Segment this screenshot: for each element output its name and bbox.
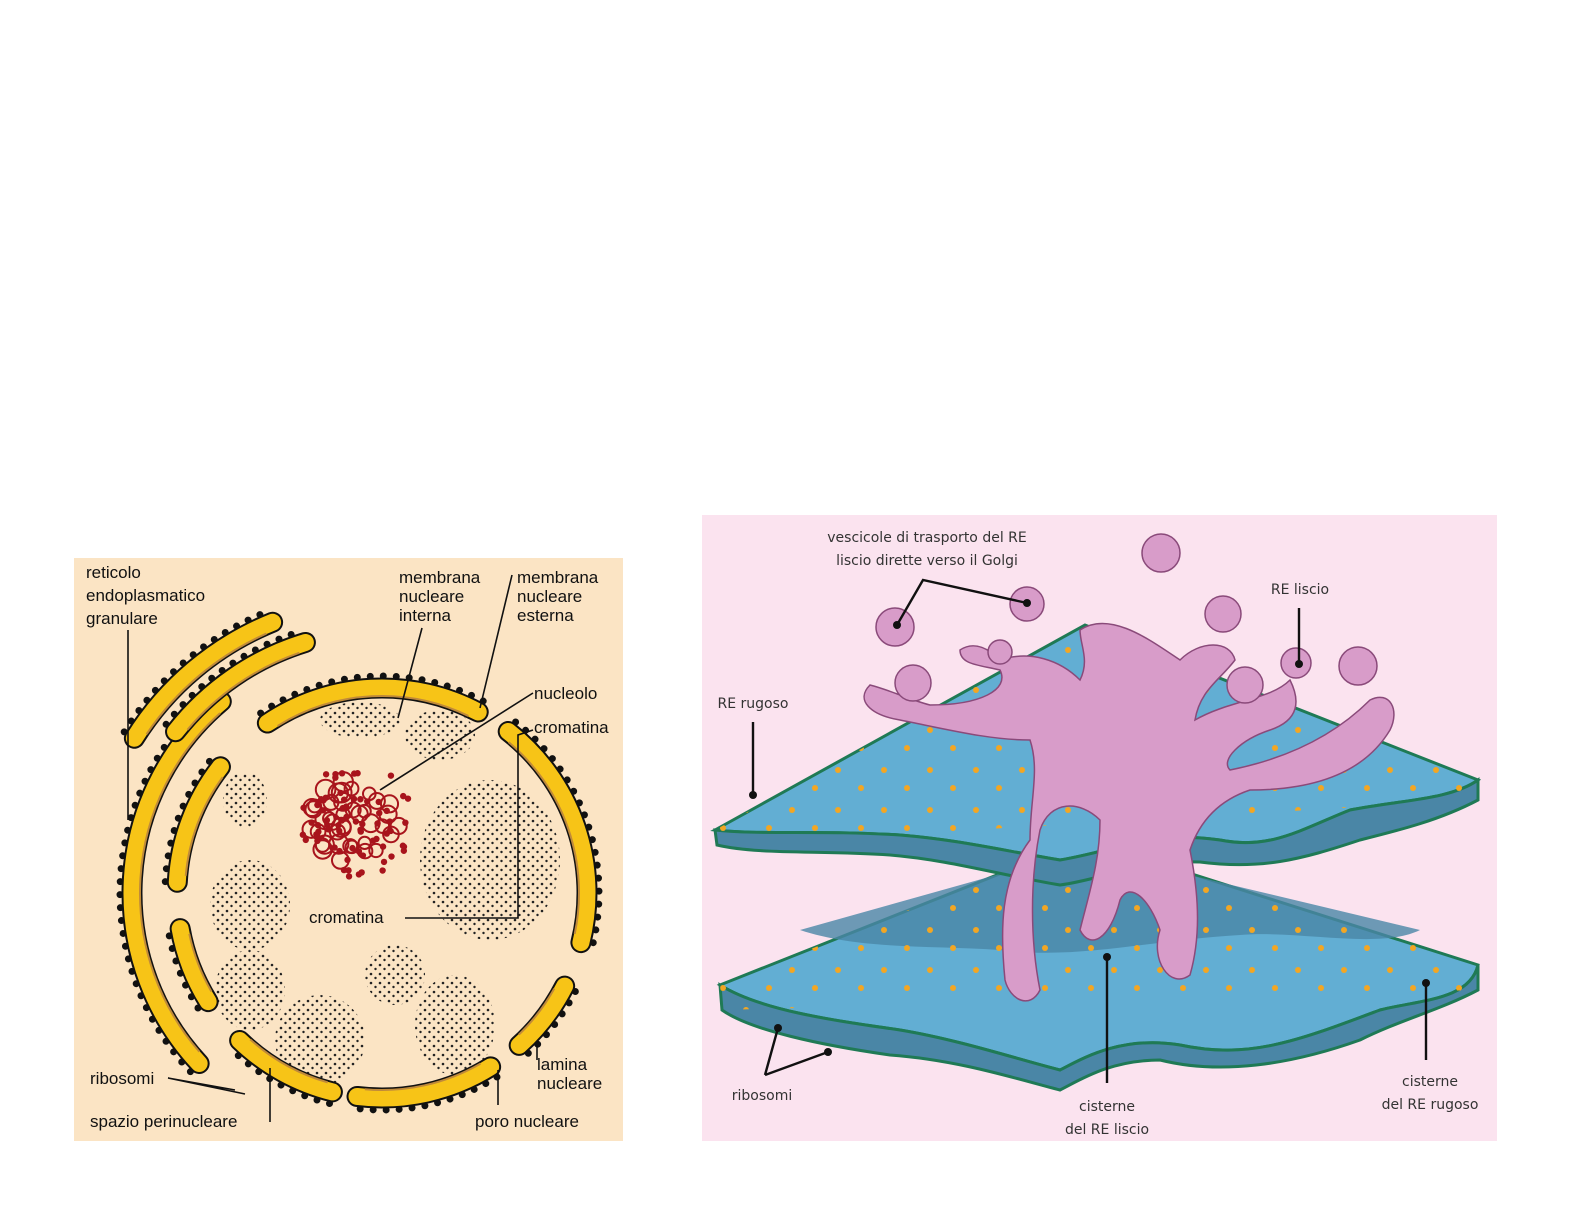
label-transport-vesicles: vescicole di trasporto del RE [827, 530, 1026, 546]
label-rough-cisternae: cisterne [1402, 1074, 1458, 1090]
label-outer-membrane-line2: nucleare [517, 587, 582, 606]
rough-er-cisterna [162, 627, 316, 743]
label-rer: reticolo [86, 563, 141, 582]
er-labels: vescicole di trasporto del RE liscio dir… [718, 530, 1479, 1138]
rough-er-cisterna [120, 607, 284, 749]
label-chromatin-center: cromatina [309, 908, 384, 927]
label-rer-line3: granulare [86, 609, 158, 628]
nuclear-envelope-segment [508, 975, 579, 1058]
label-smooth-cisternae: cisterne [1079, 1099, 1135, 1115]
label-nucleolus: nucleolo [534, 684, 597, 703]
er-leader-lines [749, 578, 1430, 1083]
nuclear-envelope-segment [161, 755, 231, 893]
chromatin-regions [210, 702, 560, 1085]
label-smooth-er: RE liscio [1271, 582, 1329, 598]
label-outer-membrane: membrana [517, 568, 599, 587]
nuclear-envelope-segment [346, 1056, 502, 1114]
nucleus-labels: reticolo endoplasmatico granulare membra… [86, 563, 609, 1131]
nuclear-envelope-segment [164, 918, 219, 1013]
label-transport-vesicles-line2: liscio dirette verso il Golgi [836, 553, 1018, 569]
label-lamina: lamina [537, 1055, 588, 1074]
label-inner-membrane-line3: interna [399, 606, 452, 625]
label-chromatin-right: cromatina [534, 718, 609, 737]
label-ribosomes: ribosomi [90, 1069, 154, 1088]
label-lamina-line2: nucleare [537, 1074, 602, 1093]
smooth-er-network [863, 622, 1395, 1002]
leader-lines [127, 574, 538, 1122]
nucleus-diagram: reticolo endoplasmatico granulare membra… [74, 558, 623, 1141]
label-inner-membrane-line2: nucleare [399, 587, 464, 606]
label-smooth-cisternae-line2: del RE liscio [1065, 1122, 1149, 1138]
er-diagram: vescicole di trasporto del RE liscio dir… [702, 515, 1497, 1141]
nuclear-envelope-segment [227, 1029, 343, 1108]
label-rough-cisternae-line2: del RE rugoso [1382, 1097, 1479, 1113]
label-rough-er: RE rugoso [718, 696, 789, 712]
label-er-ribosomes: ribosomi [732, 1088, 792, 1104]
label-perinuclear-space: spazio perinucleare [90, 1112, 237, 1131]
nuclear-envelope [116, 607, 603, 1114]
nuclear-envelope-segment [497, 718, 603, 954]
label-rer-line2: endoplasmatico [86, 586, 205, 605]
label-inner-membrane: membrana [399, 568, 481, 587]
nucleolus [299, 770, 412, 880]
nuclear-envelope-segment [256, 672, 489, 734]
label-nuclear-pore: poro nucleare [475, 1112, 579, 1131]
label-outer-membrane-line3: esterna [517, 606, 574, 625]
